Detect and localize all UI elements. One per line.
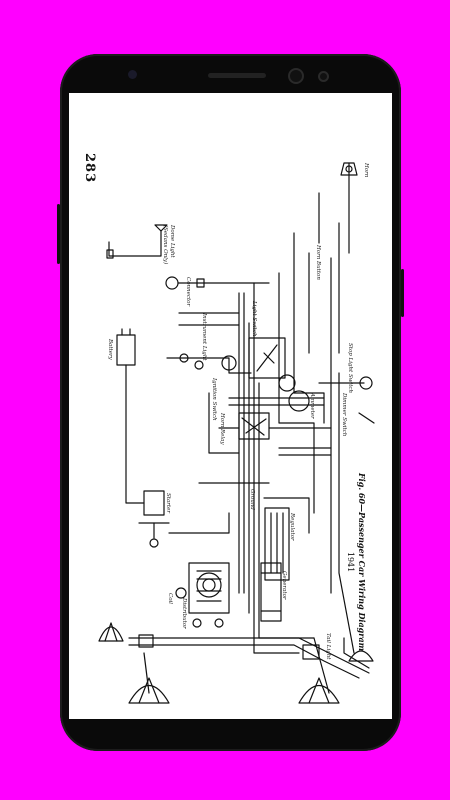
power-button [401,269,404,317]
starter-icon [143,490,165,516]
label-horn: Horn [363,163,369,178]
earpiece-speaker [208,73,266,78]
label-coil: Coil [167,593,173,605]
volume-button [57,204,60,264]
horn-button-icon [345,165,353,173]
connector-icon [165,276,179,290]
phone-frame: 283 Fig. 60—Passenger Car Wiring Diagram… [57,54,404,751]
front-camera-icon [288,68,304,84]
label-light-switch: Light Switch [251,301,257,337]
label-battery: Battery [107,339,113,360]
label-starter: Starter [165,493,171,513]
label-stop-light-switch: Stop Light Switch [347,343,353,394]
left-headlight-icon [128,685,170,704]
dome-light-icon [106,249,114,259]
right-headlight-icon [298,685,340,704]
horn-relay-icon [238,412,270,440]
label-horn-relay: Horn Relay [219,413,225,445]
label-distributor: Distributor [181,598,187,629]
label-generator: Generator [281,571,287,600]
proximity-sensor-icon [128,70,137,79]
wiring-diagram [98,162,375,704]
label-instrument-light: Instrument Light [201,313,207,361]
label-ground: Ground [249,489,255,510]
label-ignition-switch: Ignition Switch [211,378,217,421]
battery-icon [116,334,136,366]
label-ammeter: Ammeter [309,393,315,419]
right-tail-light-icon [348,650,374,662]
distributor-icon [196,572,222,598]
screen: 283 Fig. 60—Passenger Car Wiring Diagram… [69,93,392,719]
iris-sensor-icon [318,71,329,82]
label-tail-light: Tail Light [325,633,331,660]
regulator-icon [264,507,290,581]
label-dimmer-switch: Dimmer Switch [341,393,347,437]
label-dome-light-note: (Sedans Only) [162,225,168,265]
left-tail-light-icon [98,626,124,642]
generator-icon [260,562,282,622]
label-horn-button: Horn Button [315,245,321,280]
label-regulator: Regulator [289,513,295,541]
coil-icon [175,587,187,599]
label-connector: Connector [185,277,191,307]
label-dome-light: Dome Light [169,225,175,258]
dome-light-wire [108,230,162,257]
